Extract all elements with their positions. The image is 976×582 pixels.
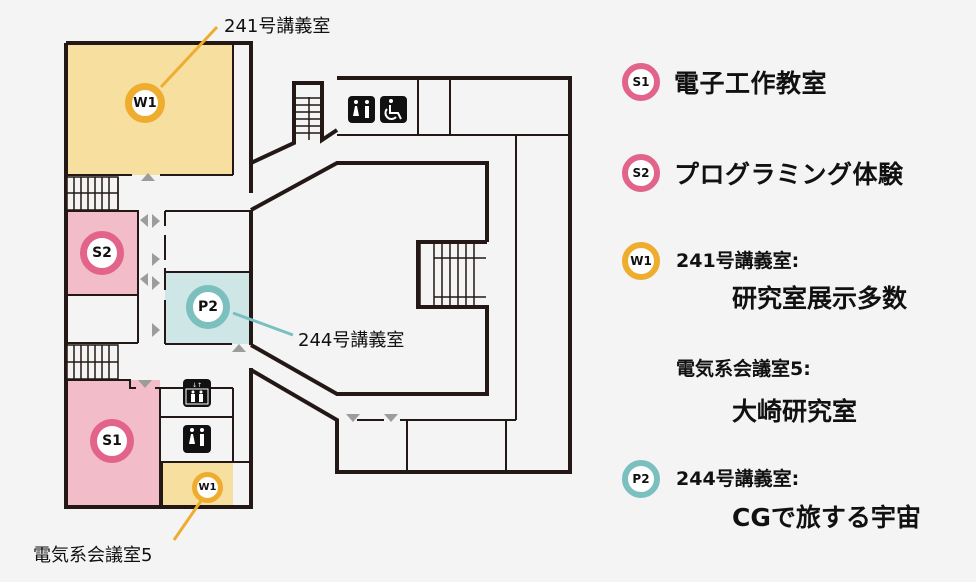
badge-s1: S1 [622,63,660,101]
marker-s2[interactable]: S2 [80,231,124,275]
svg-text:↓↑: ↓↑ [192,382,202,389]
restroom-icon [183,425,211,453]
legend-title: プログラミング体験 [674,160,904,189]
badge-s2: S2 [622,154,660,192]
marker-s1[interactable]: S1 [90,419,134,463]
callout-line-meeting5 [172,497,205,541]
callout-label-241: 241号講義室 [224,16,331,37]
callout-line-244 [232,311,294,337]
wheelchair-icon [380,96,407,123]
legend-description: CGで旅する宇宙 [732,503,921,532]
callout-line-241 [159,25,219,89]
restroom-icon [348,96,375,123]
marker-w1-meeting5[interactable]: W1 [192,472,223,503]
legend-description: 研究室展示多数 [732,284,908,313]
marker-p2[interactable]: P2 [186,285,230,329]
marker-w1-241[interactable]: W1 [125,83,165,123]
callout-label-meeting5: 電気系会議室5 [33,545,153,566]
legend-title: 電子工作教室 [674,69,828,98]
legend-subtitle: 電気系会議室5: [676,358,811,380]
legend-subtitle: 244号講義室: [676,468,800,490]
legend-description: 大崎研究室 [732,397,858,426]
elevator-icon: ↓↑ [183,379,211,407]
badge-p2: P2 [622,460,660,498]
badge-w1: W1 [622,242,660,280]
callout-label-244: 244号講義室 [298,330,405,351]
legend-subtitle: 241号講義室: [676,250,800,272]
